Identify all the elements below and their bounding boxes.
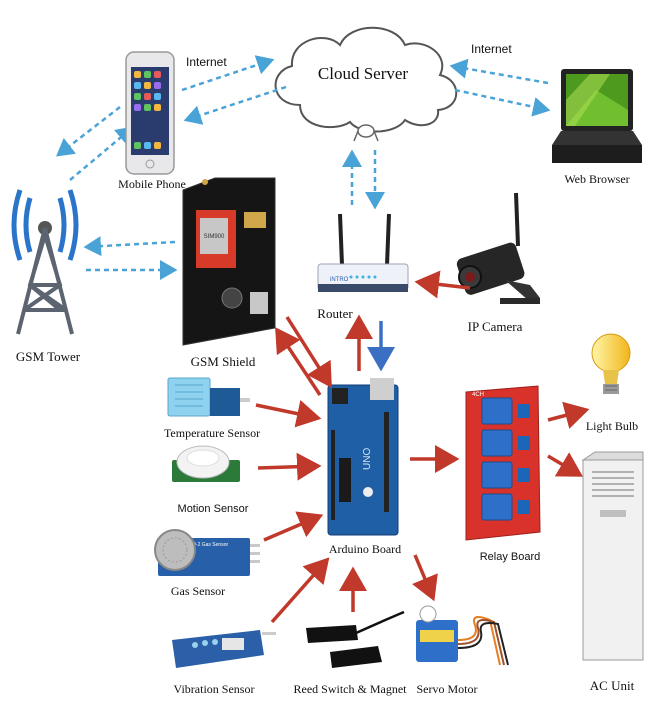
gsm-shield-label: GSM Shield xyxy=(191,354,256,369)
gas-sensor-label: Gas Sensor xyxy=(171,584,225,598)
gsm-tower-label: GSM Tower xyxy=(16,349,81,364)
gsm-tower-node: GSM Tower xyxy=(11,189,81,364)
wired-arrow xyxy=(270,557,330,624)
wireless-arrow xyxy=(83,236,176,257)
wireless-arrow xyxy=(56,106,121,157)
wireless-arrow xyxy=(454,88,551,117)
internet-label-right: Internet xyxy=(471,42,512,56)
temperature-sensor-icon xyxy=(167,377,211,417)
gas-module-label: MQ-2 Gas Sensor xyxy=(188,542,229,548)
router-node: iNTRO Router xyxy=(317,213,409,321)
motion-sensor-label: Motion Sensor xyxy=(178,503,249,515)
ip-camera-node: IP Camera xyxy=(456,192,540,334)
sim900-chip-label: SIM900 xyxy=(204,234,225,240)
web-browser-node: Web Browser xyxy=(552,69,642,186)
ac-unit-label: AC Unit xyxy=(590,678,635,693)
ip-camera-icon xyxy=(456,242,540,304)
gsm-tower-icon xyxy=(11,189,79,335)
ac-unit-node: AC Unit xyxy=(581,451,644,693)
internet-label-left: Internet xyxy=(186,55,227,69)
wired-arrow xyxy=(275,327,322,396)
relay-board-node: 4CH Relay Board xyxy=(465,385,541,563)
servo-motor-label: Servo Motor xyxy=(417,682,478,696)
reed-switch-icon xyxy=(306,610,405,668)
cloud-server-label: Cloud Server xyxy=(318,64,409,83)
wireless-arrow xyxy=(183,85,287,125)
wired-arrow xyxy=(547,401,590,429)
light-bulb-label: Light Bulb xyxy=(586,419,638,433)
wireless-arrow xyxy=(69,126,134,181)
vibration-sensor-node: Vibration Sensor xyxy=(172,630,276,696)
wired-links xyxy=(255,270,590,624)
mobile-phone-label: Mobile Phone xyxy=(118,177,186,191)
arduino-board-node: UNO Arduino Board xyxy=(327,378,401,556)
relay-ch-label: 4CH xyxy=(472,392,484,398)
gas-sensor-node: MQ-2 Gas Sensor Gas Sensor xyxy=(154,529,260,598)
ip-camera-label: IP Camera xyxy=(468,319,523,334)
light-bulb-node: Light Bulb xyxy=(586,333,638,433)
reed-switch-label: Reed Switch & Magnet xyxy=(294,682,408,696)
wired-arrow xyxy=(547,452,584,477)
vibration-sensor-label: Vibration Sensor xyxy=(174,682,255,696)
wired-arrow xyxy=(411,554,438,602)
ac-unit-icon xyxy=(582,459,644,661)
web-browser-label: Web Browser xyxy=(564,172,629,186)
gsm-shield-node: SIM900 GSM Shield xyxy=(182,177,276,369)
gas-sensor-icon xyxy=(154,529,196,571)
wired-arrow xyxy=(257,452,322,481)
reed-switch-node: Reed Switch & Magnet xyxy=(294,610,408,696)
motion-sensor-node: Motion Sensor xyxy=(172,445,249,515)
wireless-links xyxy=(56,55,551,280)
cloud-server-node: Cloud Server xyxy=(274,26,458,142)
arduino-board-label: Arduino Board xyxy=(329,542,401,556)
arduino-uno-label: UNO xyxy=(362,448,373,470)
temperature-sensor-node: Temperature Sensor xyxy=(164,377,260,440)
router-label: Router xyxy=(317,306,353,321)
servo-motor-node: Servo Motor xyxy=(416,605,509,696)
cloud-connector-icon xyxy=(357,124,375,138)
wired-arrow xyxy=(263,511,324,542)
light-bulb-icon xyxy=(591,333,631,373)
wireless-arrow xyxy=(449,58,549,85)
vibration-sensor-icon xyxy=(172,630,264,668)
mobile-phone-node: Mobile Phone xyxy=(118,51,186,191)
wired-arrow xyxy=(414,270,471,299)
relay-board-label: Relay Board xyxy=(480,551,541,563)
wireless-arrow xyxy=(181,55,275,92)
wired-arrow xyxy=(255,399,322,428)
router-brand-label: iNTRO xyxy=(330,277,349,283)
temperature-sensor-label: Temperature Sensor xyxy=(164,426,260,440)
